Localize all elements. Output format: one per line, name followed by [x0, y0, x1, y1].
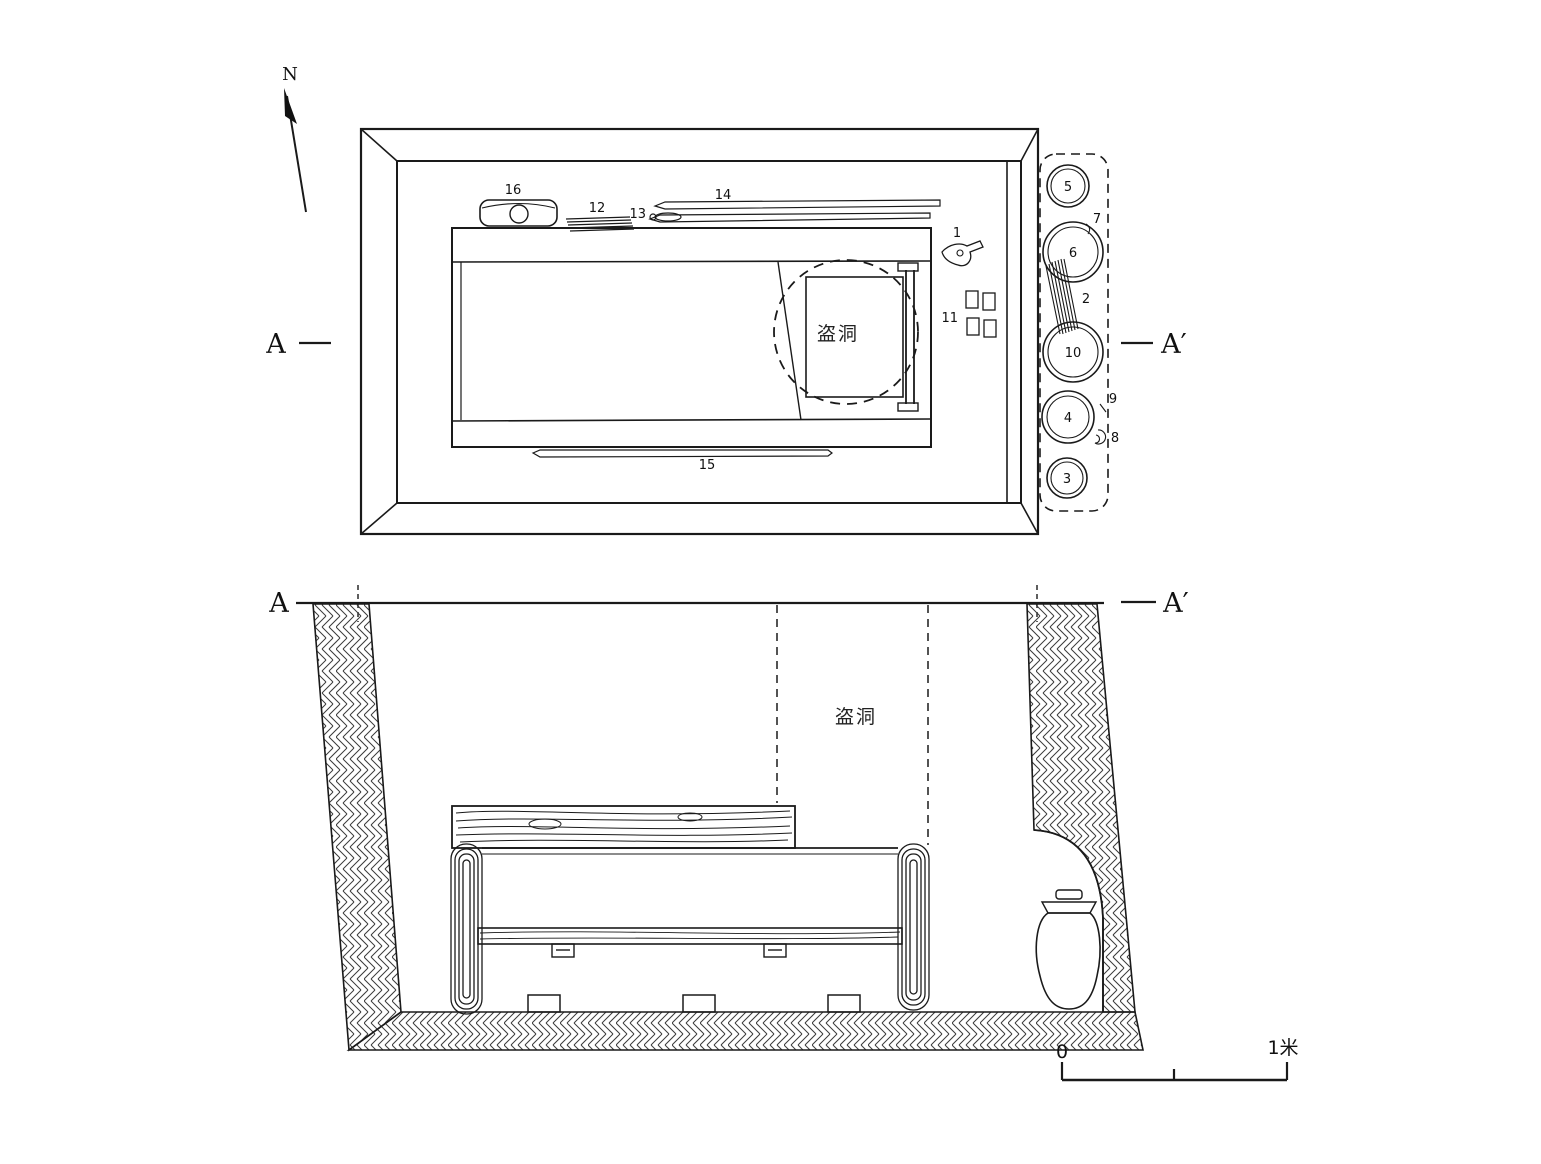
earth-floor: [346, 1011, 1144, 1051]
label-16: 16: [505, 183, 522, 198]
earth-wall-left: [312, 603, 402, 1052]
label-7: 7: [1093, 212, 1101, 227]
coffin-lid-plank: [451, 805, 796, 849]
label-13: 13: [629, 207, 646, 222]
coffin-end-board-right: [897, 843, 930, 1011]
label-6: 6: [1069, 246, 1077, 261]
artifact-16-box: [479, 199, 558, 227]
pottery-vessel-6: 6: [1042, 221, 1104, 283]
scale-zero-label: 0: [1056, 1041, 1068, 1063]
plan-view: 盗洞 16 12 13: [265, 127, 1187, 536]
artifact-8-spiral: [1094, 429, 1107, 445]
plan-lid-broken-edge: [777, 261, 802, 421]
artifact-15-stick: [531, 449, 833, 458]
label-9: 9: [1109, 392, 1117, 407]
label-5: 5: [1064, 180, 1072, 195]
coffin-floor-plank: [477, 927, 903, 945]
artifact-12-stack: [565, 216, 635, 232]
plan-robber-hole-circle: [773, 259, 919, 405]
scale-max-label: 1米: [1267, 1037, 1298, 1059]
label-10: 10: [1065, 346, 1082, 361]
artifact-11-plaques: [965, 290, 997, 338]
artifact-9-mark: [1099, 403, 1107, 413]
plan-pit-inner: [396, 160, 1022, 504]
plan-coffin: 盗洞: [451, 227, 932, 448]
niche-pot: [1035, 889, 1101, 1010]
north-arrowhead: [284, 88, 297, 124]
pottery-dashed-outline: [1039, 153, 1109, 512]
plan-artifacts: 16 12 13 14: [479, 183, 997, 473]
earth-hatching: [312, 603, 1144, 1052]
pottery-vessel-3: 3: [1046, 457, 1088, 499]
pottery-vessel-10: 10: [1042, 321, 1104, 383]
section-robber-hole-label: 盗洞: [835, 706, 877, 728]
coffin-feet: [527, 994, 861, 1013]
plan-section-label-right: A′: [1160, 329, 1187, 360]
label-11: 11: [941, 311, 958, 326]
label-14: 14: [715, 188, 732, 203]
plan-pit-outer: [359, 127, 1040, 536]
plan-section-label-left: A: [265, 329, 286, 360]
label-1: 1: [953, 226, 961, 241]
coffin-floor-spacers: [551, 943, 787, 958]
scale-bar: 0 1米: [1056, 1037, 1299, 1082]
artifact-14-sticks: [648, 199, 941, 223]
label-2: 2: [1082, 292, 1090, 307]
section-view: A A′ 盗洞: [268, 585, 1189, 1052]
artifact-1: [941, 240, 984, 267]
section-label-left: A: [268, 588, 289, 619]
niche-outline: [1033, 829, 1104, 1012]
north-label: N: [282, 64, 298, 85]
plan-robber-hole-label: 盗洞: [817, 323, 859, 345]
label-15: 15: [699, 458, 716, 473]
plan-section-line: A A′: [265, 329, 1187, 360]
label-8: 8: [1111, 431, 1119, 446]
section-label-right: A′: [1162, 588, 1189, 619]
earth-wall-right: [1026, 603, 1136, 1013]
pottery-vessel-5: 5: [1046, 164, 1090, 208]
section-coffin: [450, 805, 930, 1015]
pottery-vessel-4: 4: [1041, 390, 1095, 444]
north-arrow: N: [282, 64, 307, 213]
artifact-16-disc: [509, 204, 529, 224]
label-12: 12: [589, 201, 606, 216]
plan-robbed-area: [805, 276, 904, 398]
artifact-2-bundle: [1045, 258, 1079, 335]
label-4: 4: [1064, 411, 1072, 426]
plan-pottery-group: 5 7 6 2 10: [1039, 153, 1119, 512]
label-3: 3: [1063, 472, 1071, 487]
